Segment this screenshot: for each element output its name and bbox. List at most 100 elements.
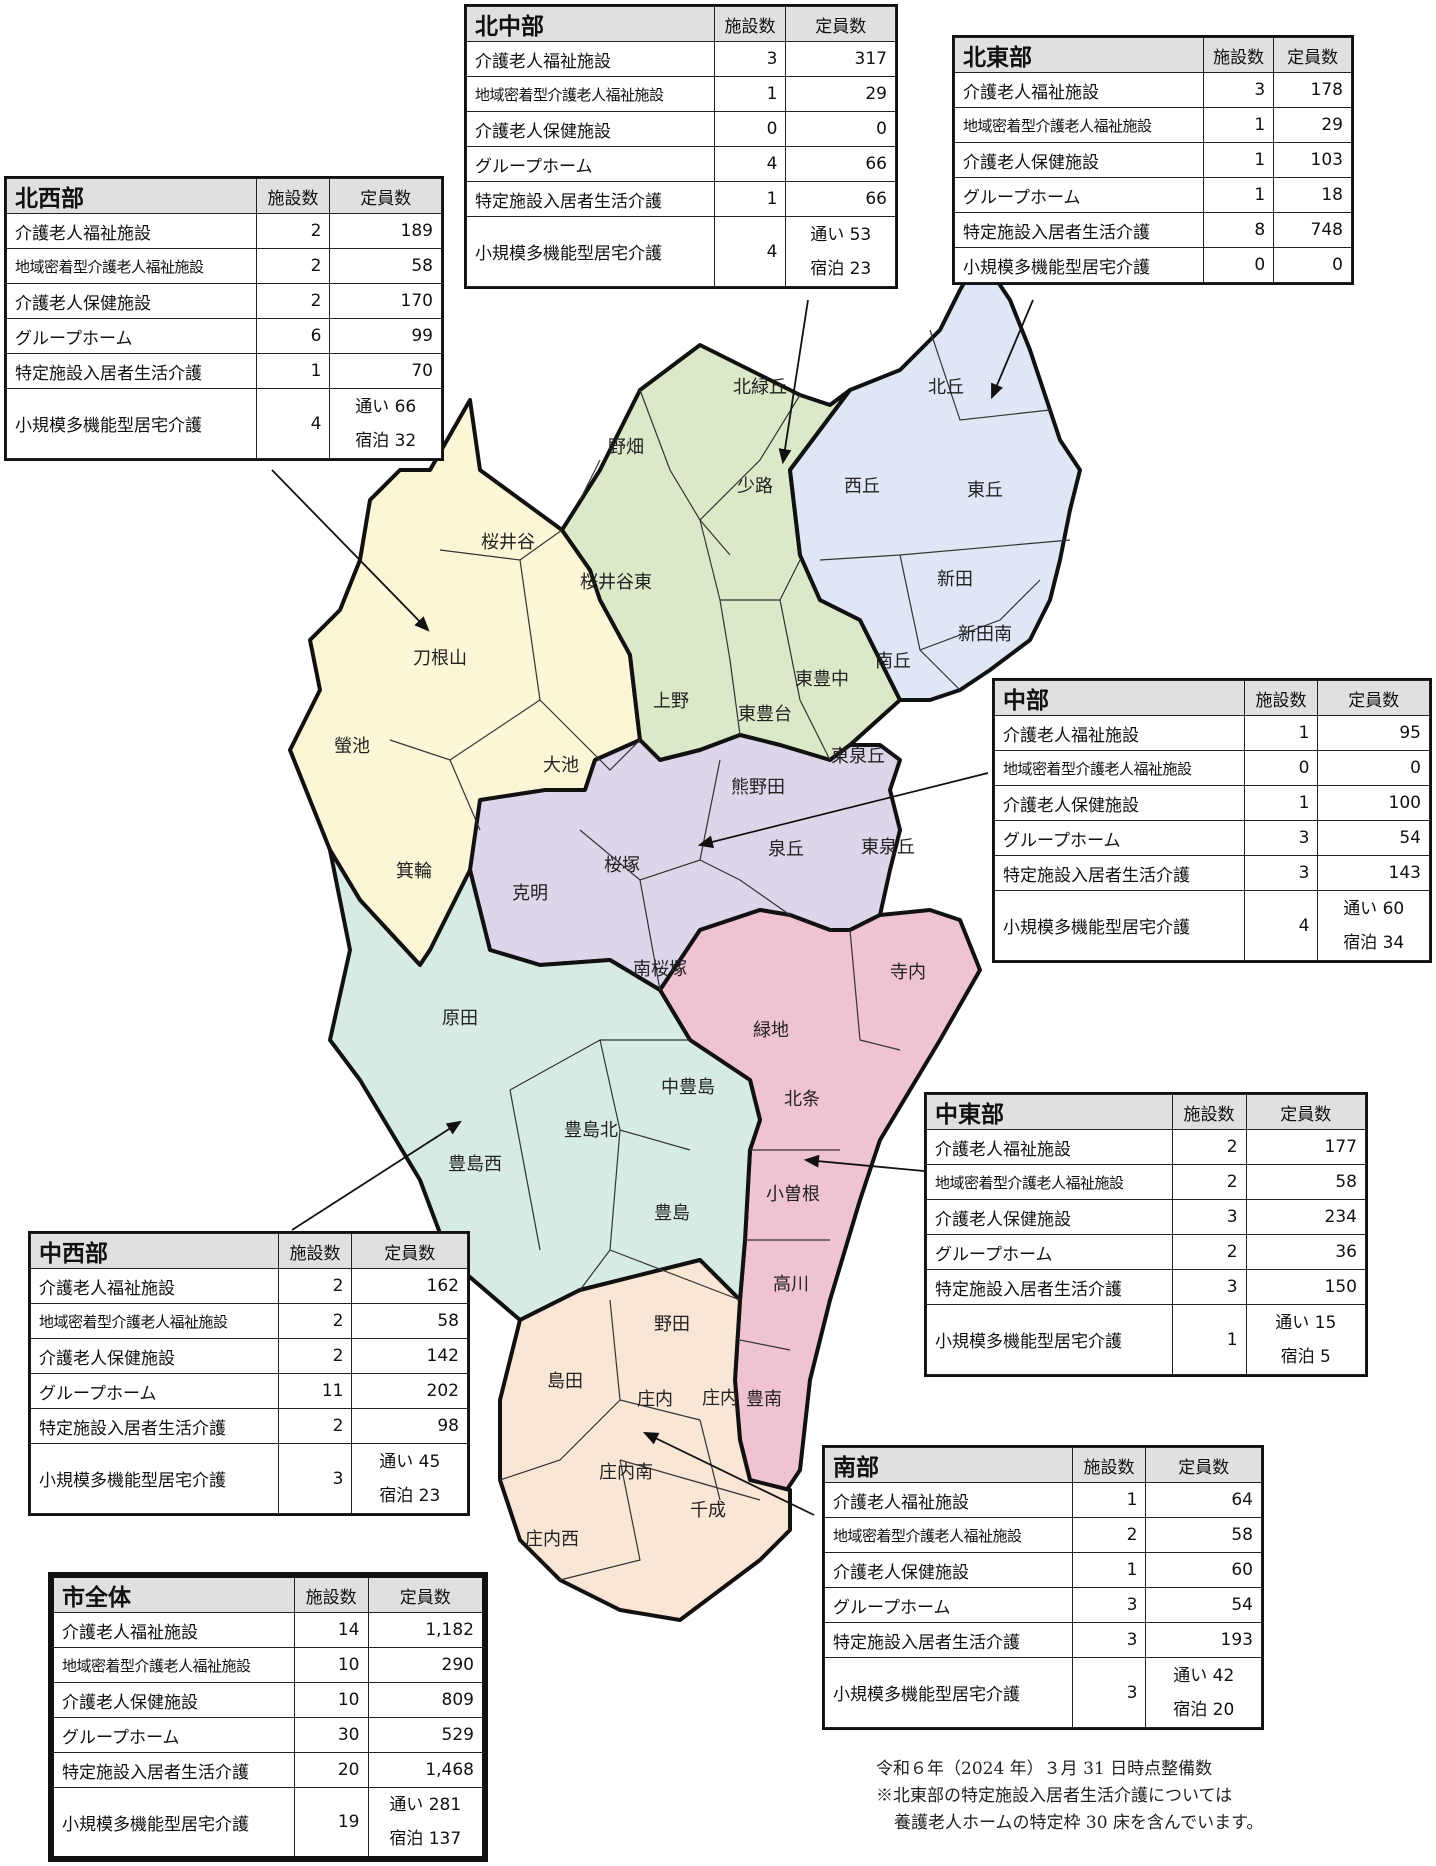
capacity-value: 66 — [785, 146, 896, 182]
facility-count: 2 — [255, 283, 331, 319]
facility-count: 19 — [293, 1787, 369, 1859]
district-label: 南丘 — [875, 651, 911, 672]
capacity-value: 18 — [1273, 177, 1352, 213]
capacity-value: 0 — [1273, 247, 1352, 283]
district-label: 豊島北 — [564, 1120, 618, 1141]
capacity-value: 529 — [367, 1717, 485, 1753]
capacity-value: 317 — [785, 41, 896, 77]
kayoi-value: 通い 53 — [810, 224, 872, 245]
region-name: 中東部 — [926, 1094, 1173, 1130]
capacity-value: 189 — [329, 213, 442, 249]
facility-count: 2 — [255, 213, 331, 249]
col-facilities: 施設数 — [293, 1575, 369, 1613]
row-label: 介護老人福祉施設 — [30, 1268, 279, 1304]
district-label: 東丘 — [967, 480, 1003, 501]
capacity-value: 1,182 — [367, 1612, 485, 1648]
capacity-value: 809 — [367, 1682, 485, 1718]
col-facilities: 施設数 — [1243, 680, 1319, 716]
facility-count: 2 — [1171, 1129, 1247, 1165]
district-label: 島田 — [547, 1371, 583, 1392]
facility-count: 3 — [1243, 820, 1319, 856]
capacity-value: 54 — [1145, 1587, 1262, 1623]
small-multi-capacity: 通い 281 宿泊 137 — [367, 1787, 485, 1859]
row-label: 小規模多機能型居宅介護 — [30, 1443, 279, 1514]
row-label: 介護老人福祉施設 — [824, 1482, 1073, 1518]
row-label: 介護老人保健施設 — [926, 1199, 1173, 1235]
capacity-value: 95 — [1317, 715, 1430, 751]
district-label: 中豊島 — [661, 1077, 715, 1098]
district-label: 北丘 — [928, 377, 964, 398]
facility-count: 10 — [293, 1647, 369, 1683]
row-label: 特定施設入居者生活介護 — [6, 353, 257, 389]
row-label: グループホーム — [953, 177, 1205, 213]
district-label: 上野 — [653, 691, 689, 712]
capacity-value: 0 — [1317, 750, 1430, 786]
facility-count: 30 — [293, 1717, 369, 1753]
facility-count: 1 — [1171, 1304, 1247, 1375]
facility-count: 1 — [1203, 177, 1275, 213]
row-label: 特定施設入居者生活介護 — [926, 1269, 1173, 1305]
row-label: 地域密着型介護老人福祉施設 — [30, 1303, 279, 1339]
facility-count: 6 — [255, 318, 331, 354]
district-label: 豊島 — [654, 1203, 690, 1224]
row-label: 介護老人福祉施設 — [994, 715, 1245, 751]
district-label: 桜井谷 — [481, 532, 535, 553]
district-label: 北条 — [784, 1089, 820, 1110]
facility-count: 3 — [1203, 72, 1275, 108]
capacity-value: 290 — [367, 1647, 485, 1683]
small-multi-capacity: 通い 66 宿泊 32 — [329, 388, 442, 459]
district-label: 泉丘 — [768, 839, 804, 860]
district-label: 小曽根 — [766, 1184, 820, 1205]
boundary-line — [699, 1419, 721, 1501]
capacity-value: 100 — [1317, 785, 1430, 821]
district-label: 東豊台 — [738, 704, 792, 725]
capacity-value: 150 — [1245, 1269, 1367, 1305]
facility-count: 2 — [1171, 1164, 1247, 1200]
col-facilities: 施設数 — [1071, 1447, 1147, 1483]
capacity-value: 142 — [351, 1338, 468, 1374]
capacity-value: 170 — [329, 283, 442, 319]
facility-count: 3 — [1243, 855, 1319, 891]
boundary-line — [609, 1249, 741, 1301]
row-label: 小規模多機能型居宅介護 — [994, 890, 1245, 961]
col-capacity: 定員数 — [785, 6, 896, 42]
leader-line — [699, 772, 989, 846]
footnote-remark-cont: 養護老人ホームの特定枠 30 床を含んでいます。 — [894, 1813, 1264, 1833]
col-facilities: 施設数 — [277, 1233, 353, 1269]
row-label: 介護老人保健施設 — [466, 111, 715, 147]
facility-count: 0 — [1203, 247, 1275, 283]
capacity-value: 98 — [351, 1408, 468, 1444]
row-label: 地域密着型介護老人福祉施設 — [926, 1164, 1173, 1200]
kayoi-value: 通い 281 — [389, 1795, 462, 1815]
row-label: 地域密着型介護老人福祉施設 — [6, 248, 257, 284]
shukuhaku-value: 宿泊 23 — [379, 1485, 441, 1506]
facility-count: 4 — [1243, 890, 1319, 961]
col-facilities: 施設数 — [1203, 37, 1275, 73]
shukuhaku-value: 宿泊 32 — [355, 430, 417, 451]
leader-arrows — [271, 299, 1034, 1516]
facility-count: 3 — [1071, 1657, 1147, 1728]
district-label: 東泉丘 — [861, 837, 915, 858]
footnote-date: 令和６年（2024 年）３月 31 日時点整備数 — [876, 1759, 1213, 1779]
col-capacity: 定員数 — [1273, 37, 1352, 73]
facility-count: 0 — [1243, 750, 1319, 786]
boundary-line — [539, 699, 641, 771]
region-name: 中部 — [994, 680, 1245, 716]
boundary-line — [699, 519, 741, 736]
region-name: 北西部 — [6, 178, 257, 214]
arrow-head — [803, 1154, 820, 1168]
row-label: グループホーム — [30, 1373, 279, 1409]
arrow-head — [991, 382, 1003, 400]
boundary-line — [389, 559, 541, 761]
facility-count: 2 — [1071, 1517, 1147, 1553]
kayoi-value: 通い 66 — [355, 396, 417, 417]
district-label: 西丘 — [844, 476, 880, 497]
shukuhaku-value: 宿泊 137 — [389, 1829, 462, 1849]
leader-line — [991, 299, 1034, 398]
capacity-value: 99 — [329, 318, 442, 354]
region-name: 市全体 — [51, 1575, 295, 1613]
leader-line — [271, 469, 429, 631]
